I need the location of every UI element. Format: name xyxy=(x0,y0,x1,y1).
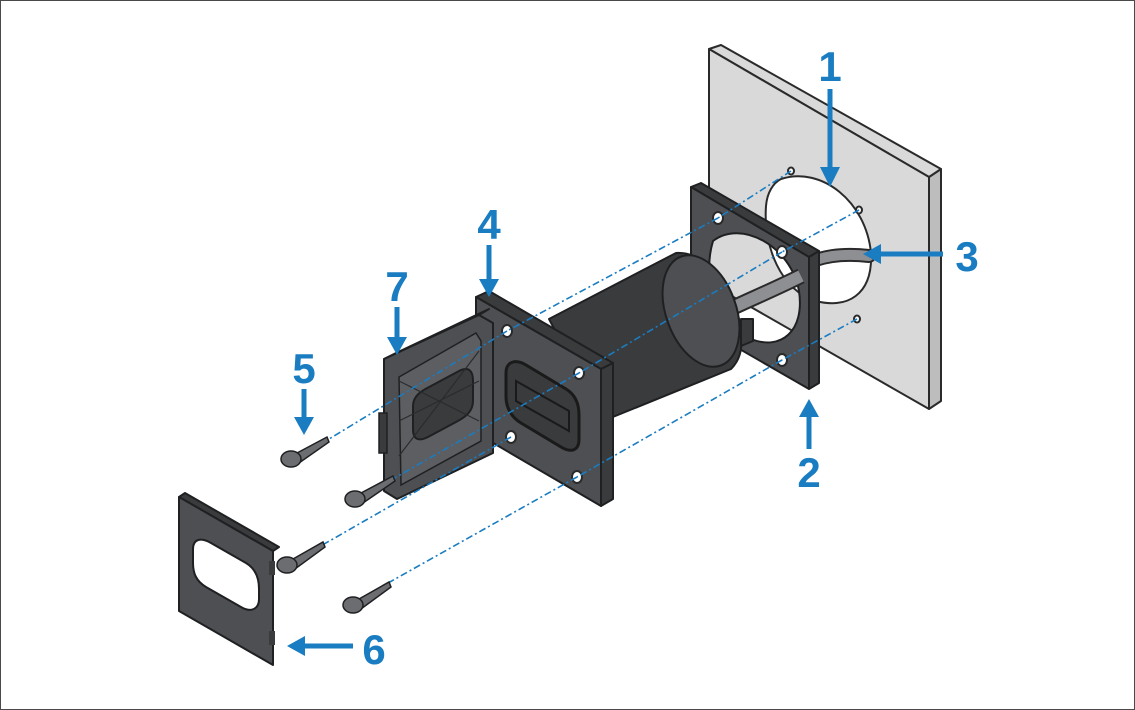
callout-label-1: 1 xyxy=(818,43,841,90)
body-end-cap xyxy=(661,254,741,368)
screw-4 xyxy=(342,580,392,614)
callout-label-7: 7 xyxy=(385,263,408,310)
callout-label-3: 3 xyxy=(955,233,978,280)
trim-clip-upper xyxy=(269,561,275,575)
cover-seal-recess xyxy=(412,368,474,441)
screw-head xyxy=(280,450,302,468)
callout-label-5: 5 xyxy=(292,345,315,392)
screw-head xyxy=(276,556,298,574)
screw-head xyxy=(342,596,364,614)
screw-head xyxy=(344,490,366,508)
gasket xyxy=(690,182,820,390)
flange-socket-opening xyxy=(504,360,581,452)
callout-label-6: 6 xyxy=(362,626,385,673)
screw-2 xyxy=(344,474,396,508)
trim-plate xyxy=(178,492,280,666)
alignment-lines xyxy=(290,170,860,602)
callout-label-4: 4 xyxy=(477,201,501,248)
screw-1 xyxy=(280,435,330,468)
trim-plate-face xyxy=(178,496,274,666)
screw-3 xyxy=(276,540,326,574)
trim-clip-lower xyxy=(269,631,275,645)
cover-hinge xyxy=(378,412,388,454)
body-cable-gland xyxy=(740,318,754,347)
hinged-cover xyxy=(378,308,494,500)
socket-flange xyxy=(475,290,614,507)
surface-side-edge xyxy=(928,168,942,410)
callout-label-2: 2 xyxy=(797,449,820,496)
callout-arrows xyxy=(287,89,943,656)
